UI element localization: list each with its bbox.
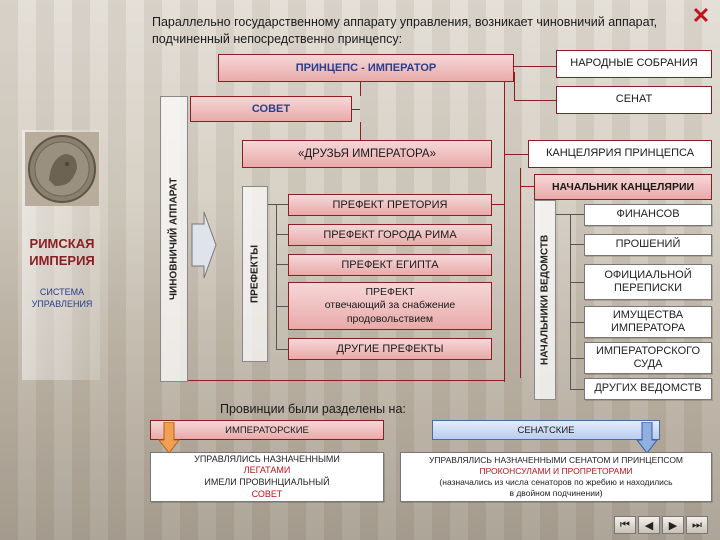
arrow-right-icon: ▶ [668,519,678,532]
conn-p2 [276,234,288,235]
bureau-line [188,380,504,381]
senatorial-desc: УПРАВЛЯЛИСЬ НАЗНАЧЕННЫМИ СЕНАТОМ И ПРИНЦ… [400,452,712,502]
conn-p1 [268,204,288,205]
dept-heads-column [534,200,556,400]
senatorial-provinces-box: СЕНАТСКИЕ [432,420,660,440]
prefect-supply: ПРЕФЕКТ отвечающий за снабжение продовол… [288,282,492,330]
dept-court: ИМПЕРАТОРСКОГО СУДА [584,342,712,374]
imperial-provinces-box: ИМПЕРАТОРСКИЕ [150,420,384,440]
assemblies-box: НАРОДНЫЕ СОБРАНИЯ [556,50,712,78]
skip-back-icon: ⏮ [620,518,630,531]
bureaucracy-column [160,96,188,382]
trunk-to-prefects [492,204,504,205]
nav-first-button[interactable]: ⏮ [614,516,636,534]
chancellery-box: КАНЦЕЛЯРИЯ ПРИНЦЕПСА [528,140,712,168]
big-arrow [190,210,218,280]
arrow-left-icon: ◀ [644,519,654,532]
arrow-right-icon [191,211,217,279]
chancellery-head-box: НАЧАЛЬНИК КАНЦЕЛЯРИИ [534,174,712,200]
arrow-down-icon [157,421,181,454]
conn-d1 [556,214,584,215]
provinces-caption: Провинции были разделены на: [220,402,406,416]
senate-box: СЕНАТ [556,86,712,114]
coin-image [25,132,99,206]
princeps-to-senate [514,72,515,100]
prefect-city: ПРЕФЕКТ ГОРОДА РИМА [288,224,492,246]
dept-heads-label: НАЧАЛЬНИКИ ВЕДОМСТВ [539,234,551,366]
prefect-egypt: ПРЕФЕКТ ЕГИПТА [288,254,492,276]
imperial-arrow [157,421,181,454]
conn-d2 [570,244,584,245]
nav-prev-button[interactable]: ◀ [638,516,660,534]
left-title: РИМСКАЯ ИМПЕРИЯ [29,236,95,268]
princeps-to-assemblies [514,66,556,67]
trunk-to-chancellery [504,154,528,155]
prefects-column [242,186,268,362]
close-icon: ✕ [691,3,711,28]
dept-correspondence: ОФИЦИАЛЬНОЙ ПЕРЕПИСКИ [584,264,712,300]
chancellery-down [520,168,521,378]
close-button[interactable]: ✕ [688,3,714,28]
conn-d5 [570,358,584,359]
princeps-down [360,82,361,96]
bureaucracy-label: ЧИНОВНИЧИЙ АППАРАТ [168,177,180,301]
friends-box: «ДРУЗЬЯ ИМПЕРАТОРА» [242,140,492,168]
conn-p4 [276,306,288,307]
skip-forward-icon: ⏭ [692,518,702,531]
council-link [352,109,360,110]
dept-other: ДРУГИХ ВЕДОМСТВ [584,378,712,400]
nav-last-button[interactable]: ⏭ [686,516,708,534]
trunk-vertical [504,82,505,382]
coin-icon [28,135,96,203]
senate-link [514,100,556,101]
conn-d6 [570,389,584,390]
dept-petitions: ПРОШЕНИЙ [584,234,712,256]
dept-finance: ФИНАНСОВ [584,204,712,226]
imperial-desc: УПРАВЛЯЛИСЬ НАЗНАЧЕННЫМИ ЛЕГАТАМИ ИМЕЛИ … [150,452,384,502]
conn-d4 [570,322,584,323]
arrow-down-icon [635,421,659,454]
conn-d3 [570,282,584,283]
prefects-label: ПРЕФЕКТЫ [249,245,261,303]
senatorial-arrow [635,421,659,454]
council-box: СОВЕТ [190,96,352,122]
nav-next-button[interactable]: ▶ [662,516,684,534]
prefect-praetorian: ПРЕФЕКТ ПРЕТОРИЯ [288,194,492,216]
prefects-connector [276,204,277,350]
dept-property: ИМУЩЕСТВА ИМПЕРАТОРА [584,306,712,338]
conn-p3 [276,264,288,265]
conn-p5 [276,349,288,350]
dept-connector [570,214,571,390]
princeps-box: ПРИНЦЕПС - ИМПЕРАТОР [218,54,514,82]
left-subtitle: СИСТЕМА УПРАВЛЕНИЯ [31,287,93,309]
friends-down [360,122,361,140]
intro-text: Параллельно государственному аппарату уп… [152,15,658,46]
prefect-other: ДРУГИЕ ПРЕФЕКТЫ [288,338,492,360]
chancellery-head-link [520,186,534,187]
